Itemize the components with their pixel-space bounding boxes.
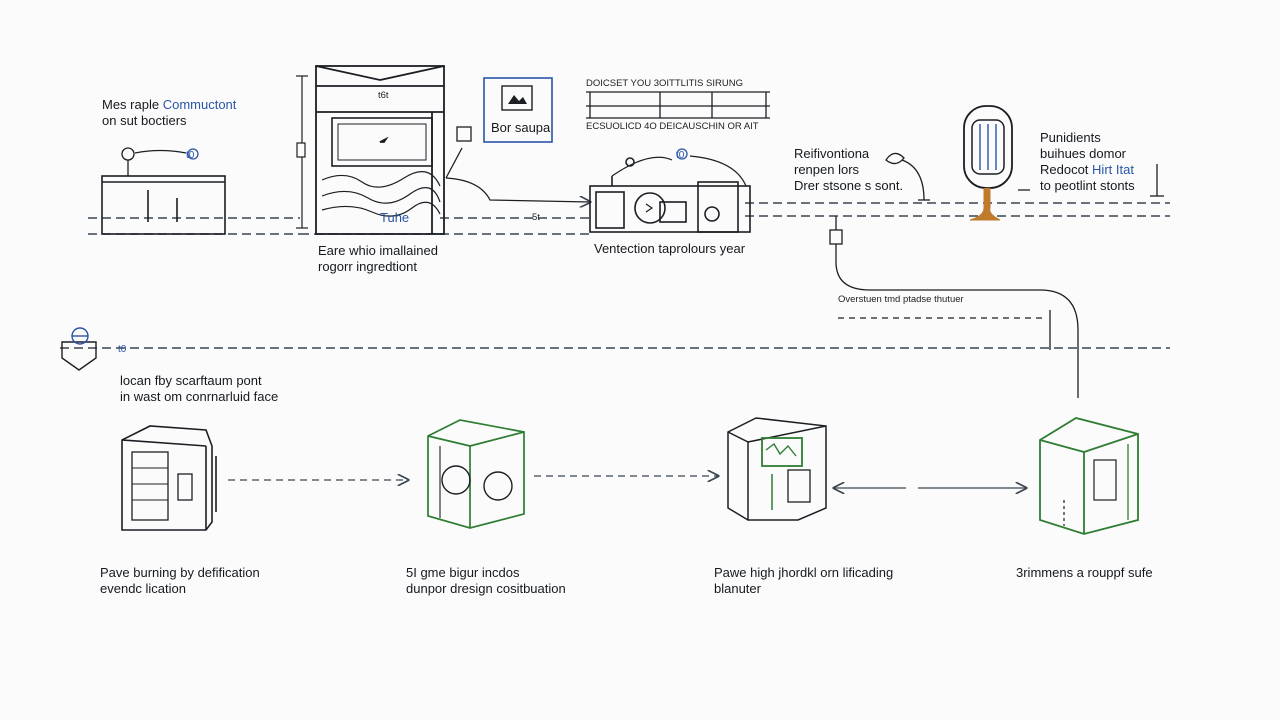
intro-line1-accent: Commuctont: [162, 97, 237, 112]
right-line2: buihues domor: [1040, 146, 1126, 161]
strip-footer: ECSUOLICD 4O DEICAUSCHIN OR AIT: [586, 121, 759, 132]
step2-line1: 5I gme bigur incdos: [406, 565, 520, 580]
step4-enclosure: [1039, 417, 1139, 535]
recovery-label: Reifivontiona renpen lors Drer stsone s …: [794, 146, 903, 194]
intro-line2: on sut boctiers: [102, 113, 187, 128]
height-dimension: [296, 75, 308, 229]
right-line1: Punidients: [1040, 130, 1101, 145]
badge-mark-1: t0: [186, 150, 195, 161]
middle-note: Overstuen tmd ptadse thutuer: [838, 294, 964, 305]
step1-line1: Pave burning by defification: [100, 565, 260, 580]
intro-label: Mes raple Commuctont on sut boctiers: [102, 97, 236, 129]
machine-floor-mark: Tuhe: [380, 210, 410, 225]
recovery-line3: Drer stsone s sont.: [794, 178, 904, 193]
step3-room: [727, 417, 827, 521]
step3-caption: Pawe high jhordkl orn lificading blanute…: [714, 565, 893, 597]
right-line3-accent: Hirt Itat: [1092, 162, 1134, 177]
step1-line2: evendc lication: [100, 581, 186, 596]
badge-card: [483, 77, 553, 143]
strip-header: DOICSET YOU 3OITTLITIS SIRUNG: [586, 78, 743, 89]
top-ground-lines: [88, 202, 1170, 235]
processing-station: [589, 155, 751, 233]
step2-line2: dunpor dresign cositbuation: [406, 581, 566, 596]
right-label: Punidients buihues domor Redocot Hirt It…: [1040, 130, 1135, 194]
machine-caption-line1: Eare whio imallained: [318, 243, 438, 258]
line-mark: 5t: [532, 212, 540, 223]
capsule-sensor: [963, 105, 1013, 221]
recovery-line2: renpen lors: [794, 162, 860, 177]
step2-caption: 5I gme bigur incdos dunpor dresign cosit…: [406, 565, 566, 597]
counter-cabinet: [101, 175, 226, 235]
recovery-line1: Reifivontiona: [794, 146, 870, 161]
middle-left-mark: t0: [118, 344, 127, 355]
drop-connector: [829, 216, 1079, 398]
machine-top-mark: t6t: [378, 90, 389, 101]
middle-left-line2: in wast om conrnarluid face: [120, 389, 279, 404]
step1-cabinet: [121, 425, 217, 531]
data-strip-table: [586, 91, 770, 119]
shield-icon: [61, 327, 97, 371]
intro-line1-plain: Mes raple: [102, 97, 163, 112]
connector-node-icon: [121, 147, 199, 176]
station-caption: Ventection taprolours year: [594, 241, 746, 256]
recovery-pin-icon: [885, 152, 930, 201]
tall-machine-unit: [315, 65, 445, 235]
right-label-bracket: [1018, 164, 1164, 197]
step2-module: [427, 419, 525, 529]
badge-mark-2: t0: [676, 150, 685, 161]
step4-line1: 3rimmens a rouppf sufe: [1016, 565, 1153, 580]
machine-caption-line2: rogorr ingredtiont: [318, 259, 417, 274]
machine-caption: Eare whio imallained rogorr ingredtiont: [318, 243, 438, 275]
step4-caption: 3rimmens a rouppf sufe: [1016, 565, 1153, 581]
flow-connector: [445, 126, 590, 202]
step3-line2: blanuter: [714, 581, 761, 596]
middle-left-label: locan fby scarftaum pont in wast om conr…: [120, 373, 278, 405]
right-line3-plain: Redocot: [1040, 162, 1093, 177]
station-indicator-icon: [676, 148, 688, 160]
step3-line1: Pawe high jhordkl orn lificading: [714, 565, 894, 580]
badge-label: Bor saupa: [491, 120, 551, 135]
step1-caption: Pave burning by defification evendc lica…: [100, 565, 260, 597]
right-line4: to peotlint stonts: [1040, 178, 1135, 193]
middle-left-line1: locan fby scarftaum pont: [120, 373, 262, 388]
